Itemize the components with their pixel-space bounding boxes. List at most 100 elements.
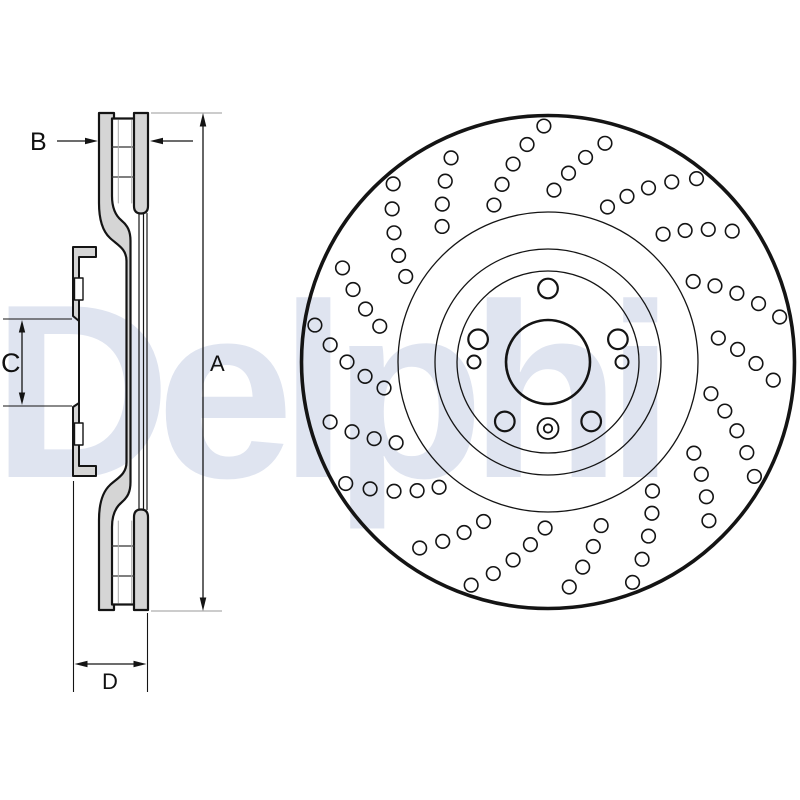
drilled-hole <box>536 118 552 134</box>
drilled-hole <box>505 156 521 172</box>
disc-face-view <box>299 113 797 611</box>
drilled-hole <box>376 380 392 396</box>
drilled-hole <box>644 505 660 521</box>
drilled-hole <box>644 483 661 499</box>
drilled-hole <box>593 517 609 534</box>
arrowhead-right <box>85 137 98 145</box>
cross-section-view <box>72 111 150 612</box>
dimension-D <box>72 481 149 692</box>
drilled-hole <box>619 188 635 204</box>
drilled-hole <box>746 468 763 485</box>
drilled-hole <box>655 226 671 242</box>
drilled-hole <box>322 414 338 430</box>
hub-flange-inner <box>456 270 640 454</box>
drilled-hole <box>677 222 693 239</box>
drilled-hole <box>505 552 521 568</box>
drilled-hole <box>577 149 594 166</box>
drilled-hole <box>748 355 764 372</box>
drilled-hole <box>729 423 745 439</box>
pin-hole <box>466 354 482 370</box>
label-C: C <box>1 348 21 378</box>
dimension-annotations: A B C D <box>1 112 225 694</box>
drilled-hole <box>345 281 361 298</box>
drilled-hole <box>685 273 701 290</box>
drilled-hole <box>703 386 719 402</box>
drilled-hole <box>463 577 479 593</box>
drilled-hole <box>475 513 492 530</box>
drilled-hole <box>386 225 402 241</box>
set-screw-hole-outer <box>536 417 560 440</box>
drilled-hole <box>338 475 354 492</box>
drilled-hole <box>409 483 425 499</box>
drilled-hole <box>724 223 740 239</box>
drilled-hole <box>362 481 378 497</box>
label-A: A <box>210 351 225 376</box>
drilled-hole <box>729 285 745 301</box>
set-screw-hole-inner <box>542 423 554 434</box>
drilled-hole <box>701 513 717 529</box>
drilled-hole <box>686 445 702 461</box>
bolt-hole <box>580 410 603 433</box>
drilled-hole <box>519 136 535 153</box>
disc-outer-edge <box>299 113 797 611</box>
dimension-C <box>3 318 72 407</box>
drilled-hole <box>772 309 788 325</box>
drilled-hole <box>388 435 404 451</box>
drilled-hole <box>434 196 450 212</box>
bolt-hole <box>607 328 629 351</box>
section-right-plate-top <box>132 111 150 215</box>
drilled-hole <box>729 341 746 358</box>
drilled-hole <box>456 524 472 541</box>
label-B: B <box>30 128 47 156</box>
drilled-hole <box>357 368 373 385</box>
section-left-plate-and-hat <box>97 111 132 612</box>
arrowhead-right <box>133 660 147 668</box>
arrowhead-left <box>74 660 88 668</box>
drilled-hole <box>693 466 709 482</box>
drilled-hole <box>717 403 733 419</box>
drilled-hole <box>322 337 338 353</box>
drilled-hole <box>585 538 601 555</box>
drilled-hole <box>357 301 374 317</box>
drilled-hole <box>344 424 360 440</box>
drilled-hole <box>385 176 401 192</box>
drilled-hole <box>334 260 351 276</box>
arrowhead-down <box>199 597 207 611</box>
bolt-hole <box>467 328 490 351</box>
delphi-watermark: Delphi <box>0 252 660 530</box>
drilled-hole <box>698 489 715 505</box>
drilled-hole <box>398 268 414 285</box>
drilled-hole <box>486 197 502 213</box>
drilled-hole <box>597 135 613 151</box>
drilled-hole <box>700 221 716 238</box>
pin-hole <box>614 354 630 370</box>
center-bore <box>504 318 592 406</box>
drilled-hole <box>372 318 388 334</box>
arrowhead-up <box>199 113 207 127</box>
drilled-hole <box>412 540 428 556</box>
drilled-hole <box>546 182 562 198</box>
drilled-hole <box>522 537 539 553</box>
drilled-hole <box>391 247 407 264</box>
dimension-A <box>151 112 222 612</box>
drilled-hole <box>537 520 553 536</box>
drilled-hole <box>707 278 723 294</box>
section-mounting-flange <box>72 246 97 477</box>
drilled-hole <box>485 565 501 582</box>
drilled-hole <box>750 296 767 312</box>
dimension-B <box>57 137 193 145</box>
drilled-hole <box>431 479 447 495</box>
set-screw-notch-bottom <box>73 422 84 446</box>
bolt-hole <box>493 410 516 433</box>
drilled-hole <box>443 150 459 166</box>
drilled-hole <box>688 170 705 187</box>
arrowhead-left <box>150 137 163 145</box>
section-right-plate-bottom <box>132 508 150 612</box>
arrowhead-down <box>18 392 26 405</box>
label-D: D <box>102 669 118 694</box>
drilled-hole <box>739 445 755 461</box>
drilled-hole <box>560 165 577 181</box>
drilled-hole <box>339 354 355 370</box>
drilled-hole <box>710 330 726 346</box>
